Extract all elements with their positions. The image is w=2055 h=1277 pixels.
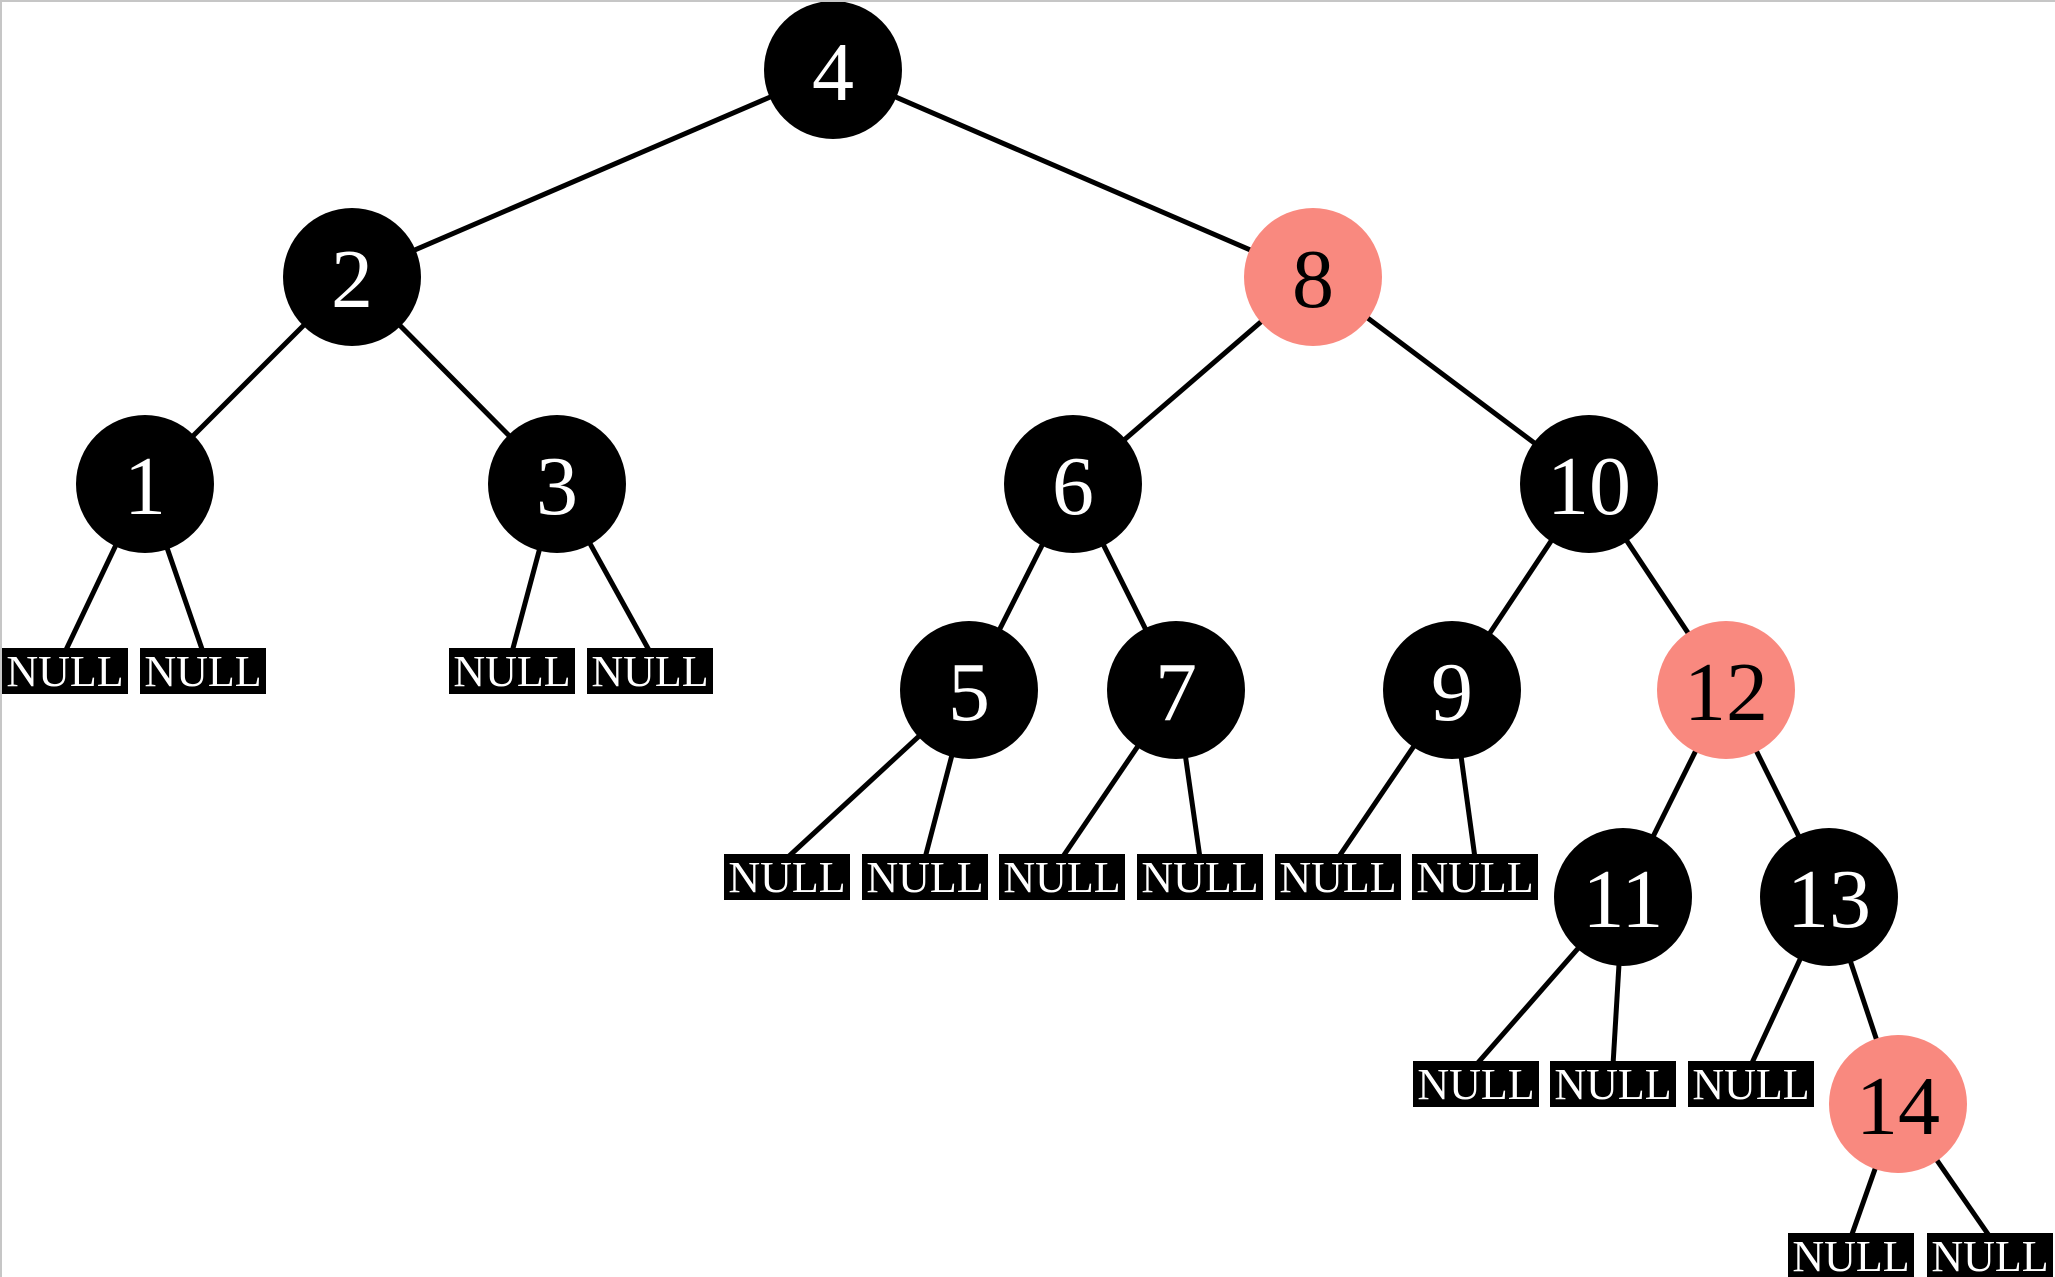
null-leaf-box — [1413, 1061, 1539, 1107]
tree-node-4-label: 4 — [812, 26, 854, 119]
tree-node-8 — [1244, 208, 1382, 346]
tree-node-12 — [1657, 621, 1795, 759]
tree-node-7-label: 7 — [1155, 646, 1197, 739]
null-leaf-box — [140, 648, 266, 694]
tree-edge-4-2 — [351, 67, 834, 280]
tree-node-9-label: 9 — [1431, 646, 1473, 739]
null-leaf-box — [1688, 1061, 1814, 1107]
tree-node-5-label: 5 — [948, 646, 990, 739]
tree-node-10 — [1520, 415, 1658, 553]
null-leaf-label: NULL — [1417, 1060, 1534, 1109]
tree-node-4 — [764, 2, 902, 139]
null-leaf-box — [1275, 854, 1401, 900]
tree-node-2 — [283, 208, 421, 346]
null-leaf-label: NULL — [1003, 853, 1120, 902]
null-leaf-label: NULL — [453, 647, 570, 696]
null-leaf-box — [1412, 854, 1538, 900]
null-leaf-box — [724, 854, 850, 900]
tree-edge-4-8 — [832, 67, 1314, 280]
null-leaf-label: NULL — [1554, 1060, 1671, 1109]
null-leaf-label: NULL — [728, 853, 845, 902]
null-leaf-label: NULL — [1279, 853, 1396, 902]
null-leaves-layer: NULL NULL NULL NULL NULL NULL NULL NULL NULL NULL… — [2, 647, 2053, 1277]
tree-node-1-label: 1 — [124, 440, 166, 533]
tree-node-8-label: 8 — [1292, 233, 1334, 326]
tree-node-13 — [1760, 828, 1898, 966]
tree-node-14 — [1829, 1035, 1967, 1173]
null-leaf-box — [2, 648, 128, 694]
tree-node-14-label: 14 — [1856, 1060, 1940, 1153]
null-leaf-label: NULL — [6, 647, 123, 696]
null-leaf-label: NULL — [1792, 1232, 1909, 1277]
tree-node-3 — [488, 415, 626, 553]
tree-node-12-label: 12 — [1684, 646, 1768, 739]
null-leaf-label: NULL — [1141, 853, 1258, 902]
tree-node-2-label: 2 — [331, 233, 373, 326]
tree-node-11-label: 11 — [1583, 853, 1664, 946]
null-leaf-label: NULL — [1692, 1060, 1809, 1109]
null-leaf-box — [1788, 1233, 1914, 1277]
tree-node-11 — [1554, 828, 1692, 966]
null-leaf-box — [587, 648, 713, 694]
tree-node-6-label: 6 — [1052, 440, 1094, 533]
null-leaf-label: NULL — [1416, 853, 1533, 902]
tree-node-10-label: 10 — [1547, 440, 1631, 533]
null-leaf-box — [449, 648, 575, 694]
tree-node-1 — [76, 415, 214, 553]
tree-node-13-label: 13 — [1787, 853, 1871, 946]
null-leaf-box — [1927, 1233, 2053, 1277]
null-leaf-box — [1137, 854, 1263, 900]
null-leaf-label: NULL — [866, 853, 983, 902]
null-leaf-box — [862, 854, 988, 900]
tree-node-3-label: 3 — [536, 440, 578, 533]
tree-node-6 — [1004, 415, 1142, 553]
tree-node-9 — [1383, 621, 1521, 759]
null-leaf-box — [999, 854, 1125, 900]
null-leaf-box — [1550, 1061, 1676, 1107]
null-leaf-label: NULL — [591, 647, 708, 696]
tree-node-5 — [900, 621, 1038, 759]
null-leaf-label: NULL — [144, 647, 261, 696]
tree-node-7 — [1107, 621, 1245, 759]
null-leaf-label: NULL — [1931, 1232, 2048, 1277]
